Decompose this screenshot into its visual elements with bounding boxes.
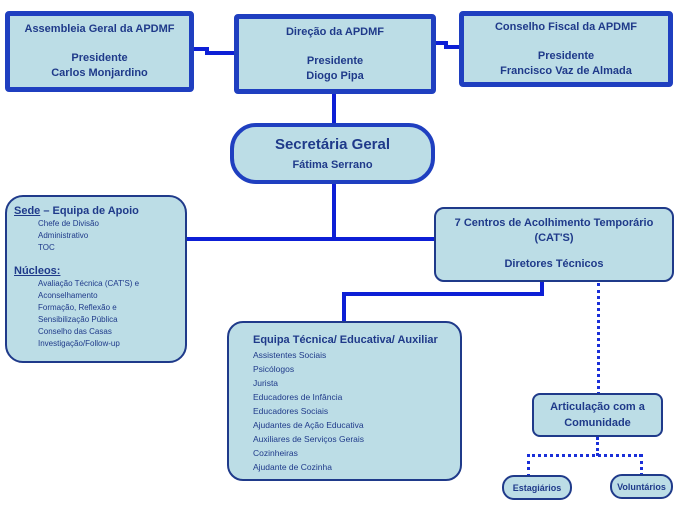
- dotted-centros-articulacao: [597, 283, 600, 395]
- assembleia-role: Presidente: [71, 52, 128, 64]
- nucleo-item: Investigação/Follow-up: [38, 339, 120, 348]
- centros-title-line2: (CAT'S): [534, 232, 574, 244]
- equipa-item: Auxiliares de Serviços Gerais: [253, 434, 365, 444]
- sede-item: TOC: [38, 243, 55, 252]
- equipa-item: Ajudantes de Ação Educativa: [253, 420, 364, 430]
- equipa-box: Equipa Técnica/ Educativa/ Auxiliar Assi…: [227, 321, 462, 481]
- direcao-box: Direção da APDMF Presidente Diogo Pipa: [234, 14, 436, 94]
- nucleo-item: Conselho das Casas: [38, 327, 112, 336]
- nucleo-item: Sensibilização Pública: [38, 315, 118, 324]
- connector-direcao-conselho-3: [444, 45, 462, 49]
- nucleo-item: Avaliação Técnica (CAT'S) e: [38, 279, 140, 288]
- estagiarios-box: Estagiários: [502, 475, 572, 500]
- conselho-title: Conselho Fiscal da APDMF: [494, 20, 637, 33]
- voluntarios-label: Voluntários: [617, 481, 666, 492]
- assembleia-person: Carlos Monjardino: [51, 67, 148, 79]
- secretaria-title: Secretária Geral: [274, 135, 391, 153]
- sede-box: Sede – Equipa de Apoio Chefe de Divisão …: [5, 195, 187, 363]
- assembleia-box: Assembleia Geral da APDMF Presidente Car…: [5, 11, 194, 92]
- equipa-title: Equipa Técnica/ Educativa/ Auxiliar: [253, 334, 438, 346]
- articulacao-box: Articulação com a Comunidade: [532, 393, 663, 437]
- connector-assembleia-direcao-v1: [193, 47, 208, 51]
- equipa-item: Cozinheiras: [253, 448, 298, 458]
- sede-label: Sede: [14, 205, 41, 217]
- dotted-to-estagiarios: [527, 454, 530, 477]
- secretaria-box: Secretária Geral Fátima Serrano: [230, 123, 435, 184]
- assembleia-title: Assembleia Geral da APDMF: [24, 23, 175, 35]
- conselho-role: Presidente: [537, 49, 595, 62]
- sede-items: Chefe de Divisão Administrativo TOC: [14, 218, 185, 254]
- connector-direcao-conselho-1: [434, 41, 448, 45]
- equipa-item: Psicólogos: [253, 364, 295, 374]
- nucleo-item: Formação, Reflexão e: [38, 303, 117, 312]
- secretaria-person: Fátima Serrano: [292, 158, 373, 171]
- equipa-item: Ajudante de Cozinha: [253, 462, 332, 472]
- equipa-items: Assistentes Sociais Psicólogos Jurista E…: [253, 348, 460, 474]
- centros-subtitle: Diretores Técnicos: [504, 258, 604, 270]
- equipa-item: Jurista: [253, 378, 279, 388]
- dotted-articulacao-down: [596, 437, 599, 456]
- centros-title-line1: 7 Centros de Acolhimento Temporário: [454, 217, 654, 229]
- equipa-item: Assistentes Sociais: [253, 350, 327, 360]
- connector-assembleia-direcao-v3: [205, 51, 237, 55]
- connector-centros-down: [540, 280, 544, 295]
- connector-secretaria-down: [332, 182, 336, 240]
- connector-direcao-secretaria: [332, 91, 336, 125]
- dotted-horizontal-split: [527, 454, 642, 457]
- connector-to-equipa: [342, 292, 346, 323]
- nucleo-item: Aconselhamento: [38, 291, 98, 300]
- direcao-person: Diogo Pipa: [306, 69, 364, 82]
- sede-item: Administrativo: [38, 231, 89, 240]
- conselho-box: Conselho Fiscal da APDMF Presidente Fran…: [459, 11, 673, 87]
- estagiarios-label: Estagiários: [512, 482, 562, 493]
- sede-heading: Sede – Equipa de Apoio: [14, 204, 185, 218]
- conselho-person: Francisco Vaz de Almada: [500, 64, 632, 77]
- dotted-to-voluntarios: [640, 454, 643, 476]
- articulacao-line1: Articulação com a: [550, 401, 645, 413]
- nucleos-items: Avaliação Técnica (CAT'S) e Aconselhamen…: [14, 278, 185, 350]
- voluntarios-box: Voluntários: [610, 474, 673, 499]
- direcao-title: Direção da APDMF: [285, 25, 384, 38]
- centros-box: 7 Centros de Acolhimento Temporário (CAT…: [434, 207, 674, 282]
- sede-item: Chefe de Divisão: [38, 219, 99, 228]
- connector-horizontal-equipa: [342, 292, 544, 296]
- equipa-item: Educadores Sociais: [253, 406, 329, 416]
- sede-suffix: – Equipa de Apoio: [40, 205, 139, 217]
- articulacao-line2: Comunidade: [564, 417, 631, 429]
- direcao-role: Presidente: [306, 54, 364, 67]
- equipa-item: Educadores de Infância: [253, 392, 343, 402]
- nucleos-label: Núcleos:: [14, 265, 61, 277]
- connector-horizontal-main: [186, 237, 436, 241]
